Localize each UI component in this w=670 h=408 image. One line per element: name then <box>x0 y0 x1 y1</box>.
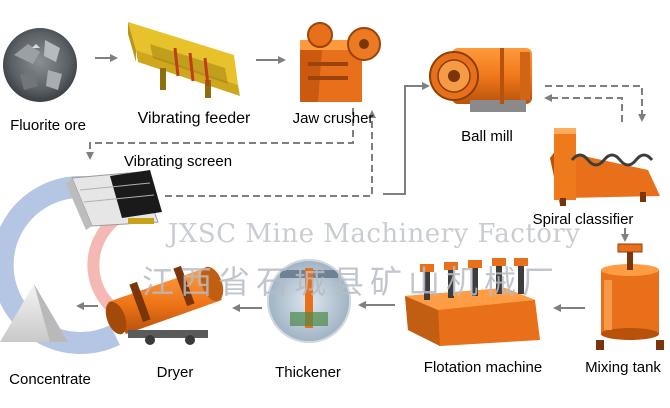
label-mixing-tank: Mixing tank <box>585 359 661 376</box>
label-vibrating-feeder: Vibrating feeder <box>138 110 251 128</box>
label-concentrate: Concentrate <box>9 371 91 388</box>
label-fluorite-ore: Fluorite ore <box>10 117 86 134</box>
jaw-crusher-icon <box>300 23 380 102</box>
spiral-classifier-icon <box>550 128 660 206</box>
vibrating-screen-icon <box>66 170 162 230</box>
label-jaw-crusher: Jaw crusher <box>293 110 374 127</box>
ball-mill-icon <box>430 48 532 112</box>
watermark-english-text: JXSC Mine Machinery Factory <box>168 219 581 249</box>
arrow-mill-to-classifier <box>545 86 642 120</box>
label-ball-mill: Ball mill <box>461 128 513 145</box>
mixing-tank-icon <box>596 244 664 350</box>
ore-pile-icon <box>3 28 77 102</box>
label-dryer: Dryer <box>157 364 194 381</box>
label-vibrating-screen: Vibrating screen <box>124 153 232 170</box>
label-spiral-classifier: Spiral classifier <box>533 211 634 228</box>
label-flotation-machine: Flotation machine <box>424 359 542 376</box>
arrow-classifier-to-mill <box>546 98 622 122</box>
watermark-chinese-text: 江西省石城县矿山机械厂 <box>142 257 560 303</box>
label-thickener: Thickener <box>275 364 341 381</box>
vibrating-feeder-icon <box>128 22 240 98</box>
arrow-screen-to-ball-mill <box>383 86 428 194</box>
